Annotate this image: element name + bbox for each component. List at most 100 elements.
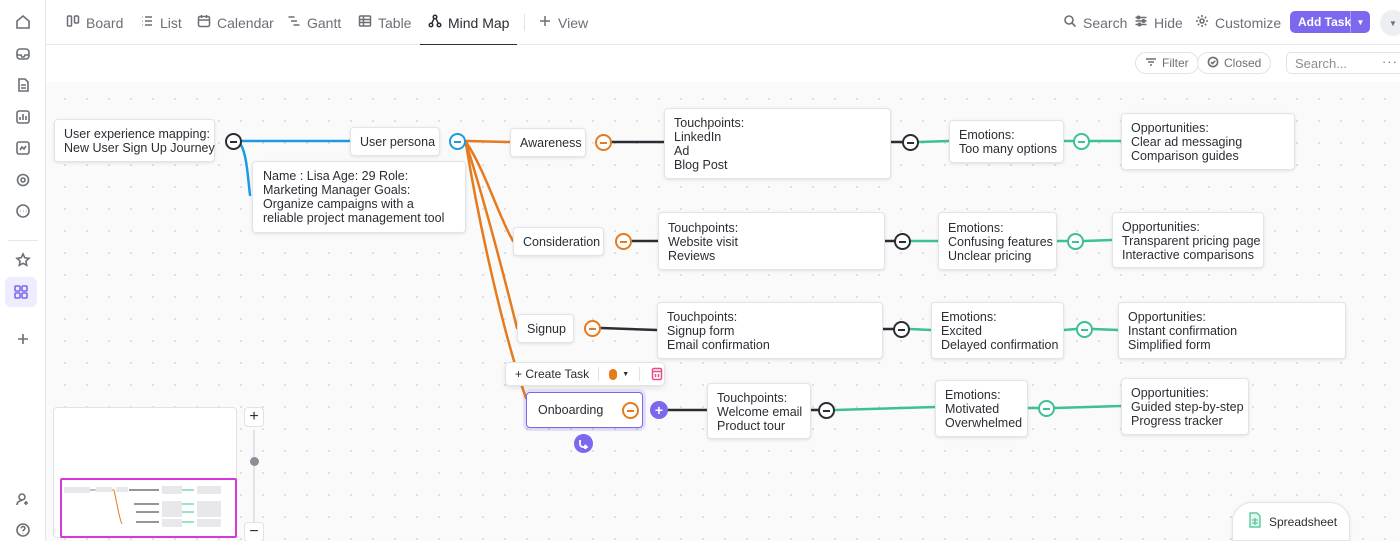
collapse-toggle[interactable] — [449, 133, 466, 150]
tab-list[interactable]: List — [140, 0, 182, 45]
more-options-icon[interactable]: ··· — [1382, 54, 1398, 69]
home-icon[interactable] — [11, 10, 35, 34]
tab-mind-map[interactable]: Mind Map — [419, 0, 518, 46]
node-text: Touchpoints: — [668, 221, 739, 235]
favorites-icon[interactable] — [11, 248, 35, 272]
collapse-toggle[interactable] — [902, 134, 919, 151]
touchpoints-node[interactable]: Touchpoints: Website visit Reviews — [658, 212, 885, 270]
closed-button[interactable]: Closed — [1197, 52, 1272, 74]
stage-node-consideration[interactable]: Consideration — [513, 227, 604, 256]
node-text: Opportunities: — [1131, 386, 1209, 400]
node-text: Consideration — [523, 235, 601, 249]
touchpoints-node[interactable]: Touchpoints: Signup form Email confirmat… — [657, 302, 883, 359]
opportunities-node[interactable]: Opportunities: Clear ad messaging Compar… — [1121, 113, 1295, 170]
create-task-button[interactable]: + Create Task — [515, 367, 590, 381]
collapse-toggle[interactable] — [615, 233, 632, 250]
color-picker-dot[interactable] — [608, 368, 618, 380]
collapse-toggle[interactable] — [818, 402, 835, 419]
node-text: Signup — [527, 322, 566, 336]
collapse-toggle[interactable] — [1076, 321, 1093, 338]
emotions-node[interactable]: Emotions: Excited Delayed confirmation — [931, 302, 1064, 359]
tab-calendar[interactable]: Calendar — [197, 0, 274, 45]
add-task-button[interactable]: Add Task ▼ — [1290, 11, 1370, 33]
node-text: New User Sign Up Journey — [64, 141, 215, 155]
emotions-node[interactable]: Emotions: Motivated Overwhelmed — [935, 380, 1028, 437]
touchpoints-node[interactable]: Touchpoints: LinkedIn Ad Blog Post — [664, 108, 891, 179]
node-text: Overwhelmed — [945, 416, 1023, 430]
node-text: Delayed confirmation — [941, 338, 1059, 352]
node-text: Email confirmation — [667, 338, 770, 352]
customize-button[interactable]: Customize — [1195, 0, 1281, 45]
dashboards-icon[interactable] — [11, 105, 35, 129]
spreadsheet-label: Spreadsheet — [1269, 514, 1338, 529]
trash-icon[interactable] — [650, 367, 664, 381]
more-icon[interactable] — [11, 199, 35, 223]
opportunities-node[interactable]: Opportunities: Transparent pricing page … — [1112, 212, 1264, 268]
tab-table[interactable]: Table — [358, 0, 411, 45]
filter-label: Filter — [1162, 56, 1189, 70]
collapse-toggle[interactable] — [1067, 233, 1084, 250]
add-view-button[interactable]: View — [538, 0, 588, 45]
spreadsheet-button[interactable]: Spreadsheet — [1232, 502, 1350, 541]
spaces-icon[interactable] — [5, 277, 37, 307]
node-text: Excited — [941, 324, 982, 338]
emotions-node[interactable]: Emotions: Too many options — [949, 120, 1064, 163]
add-task-label: Add Task — [1298, 15, 1352, 29]
pulse-icon[interactable] — [11, 168, 35, 192]
calendar-icon — [197, 14, 211, 31]
root-node[interactable]: User experience mapping: New User Sign U… — [54, 119, 215, 162]
branch-icon[interactable] — [574, 434, 593, 453]
inbox-icon[interactable] — [11, 42, 35, 66]
tab-board[interactable]: Board — [66, 0, 123, 45]
zoom-slider-handle[interactable] — [250, 457, 259, 466]
collapse-toggle[interactable] — [595, 134, 612, 151]
invite-user-icon[interactable] — [11, 487, 35, 511]
node-text: User persona — [360, 135, 436, 149]
chevron-down-icon[interactable]: ▼ — [1380, 10, 1400, 36]
search-label: Search — [1083, 14, 1128, 31]
table-icon — [358, 14, 372, 31]
node-text: Progress tracker — [1131, 414, 1223, 428]
touchpoints-node[interactable]: Touchpoints: Welcome email Product tour — [707, 383, 811, 439]
whiteboards-icon[interactable] — [11, 136, 35, 160]
stage-node-signup[interactable]: Signup — [517, 314, 574, 343]
collapse-toggle[interactable] — [1073, 133, 1090, 150]
chevron-down-icon[interactable]: ▼ — [622, 370, 630, 378]
filter-button[interactable]: Filter — [1135, 52, 1199, 74]
search-input[interactable] — [1286, 52, 1400, 74]
minimap[interactable] — [53, 407, 237, 538]
tab-divider — [524, 14, 525, 31]
collapse-toggle[interactable] — [584, 320, 601, 337]
search-button[interactable]: Search — [1063, 0, 1127, 45]
collapse-toggle[interactable] — [225, 133, 242, 150]
collapse-toggle[interactable] — [1038, 400, 1055, 417]
tab-gantt[interactable]: Gantt — [287, 0, 341, 45]
zoom-slider-track[interactable] — [253, 430, 255, 522]
emotions-node[interactable]: Emotions: Confusing features Unclear pri… — [938, 212, 1057, 270]
zoom-out-button[interactable]: − — [244, 522, 264, 541]
zoom-in-button[interactable]: + — [244, 407, 264, 427]
minimap-viewport[interactable] — [60, 478, 237, 538]
plus-icon[interactable] — [11, 327, 35, 351]
collapse-toggle[interactable] — [894, 233, 911, 250]
collapse-toggle[interactable] — [893, 321, 910, 338]
opportunities-node[interactable]: Opportunities: Guided step-by-step Progr… — [1121, 378, 1249, 435]
persona-note-node[interactable]: Name : Lisa Age: 29 Role: Marketing Mana… — [252, 161, 466, 233]
chevron-down-icon[interactable]: ▼ — [1350, 11, 1370, 33]
node-text: Ad — [674, 144, 690, 158]
help-icon[interactable] — [11, 518, 35, 541]
node-text: Emotions: — [948, 221, 1004, 235]
docs-icon[interactable] — [11, 73, 35, 97]
node-text: Onboarding — [538, 403, 604, 417]
toolbar-divider — [639, 367, 640, 381]
node-text: LinkedIn — [674, 130, 722, 144]
add-child-button[interactable]: + — [650, 401, 668, 419]
persona-node[interactable]: User persona — [350, 127, 440, 156]
hide-button[interactable]: Hide — [1134, 0, 1183, 45]
opportunities-node[interactable]: Opportunities: Instant confirmation Simp… — [1118, 302, 1346, 359]
stage-node-awareness[interactable]: Awareness — [510, 128, 586, 157]
collapse-toggle[interactable] — [622, 402, 639, 419]
board-icon — [66, 14, 80, 31]
node-text: Instant confirmation — [1128, 324, 1238, 338]
spreadsheet-icon — [1248, 512, 1262, 531]
